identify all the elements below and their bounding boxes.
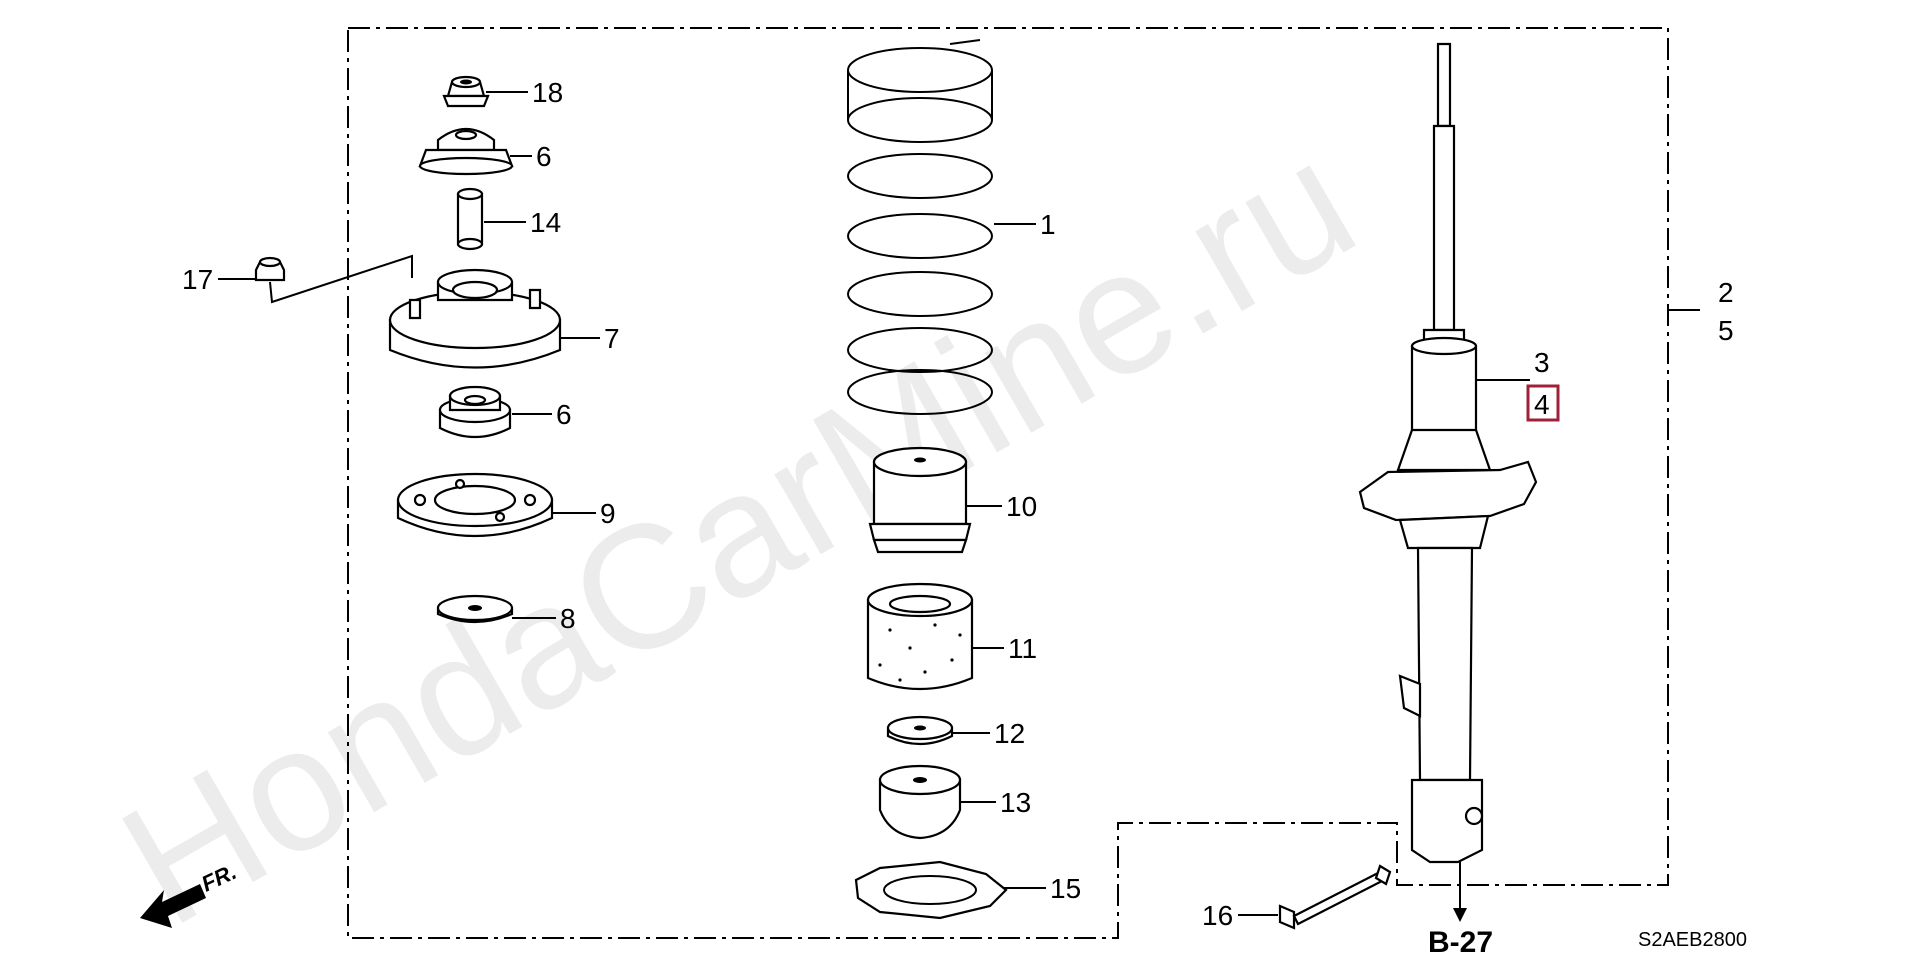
- callout-18[interactable]: 18: [532, 77, 563, 108]
- callout-5[interactable]: 5: [1718, 315, 1734, 346]
- front-direction-icon: [140, 884, 206, 928]
- part-18-flange-nut[interactable]: [442, 75, 490, 108]
- part-1-coil-spring[interactable]: [847, 39, 993, 415]
- assembly-boundary: [347, 27, 1669, 939]
- part-16-flange-bolt[interactable]: [1278, 864, 1392, 930]
- part-15-spring-insulator[interactable]: [854, 860, 1008, 920]
- part-14-collar[interactable]: [456, 187, 484, 251]
- callout-13[interactable]: 13: [1000, 787, 1031, 818]
- watermark-text: HondaCarMine.ru: [92, 103, 1386, 959]
- part-12-stop-plate[interactable]: [886, 715, 954, 746]
- part-6-lower-bushing[interactable]: [438, 385, 512, 438]
- part-2-shock-absorber-assembly[interactable]: [1358, 42, 1538, 864]
- callout-17[interactable]: 17: [182, 264, 213, 295]
- part-8-washer[interactable]: [436, 594, 514, 624]
- callout-2[interactable]: 2: [1718, 277, 1734, 308]
- callout-8[interactable]: 8: [560, 603, 576, 634]
- callout-15[interactable]: 15: [1050, 873, 1081, 904]
- diagram-code: S2AEB2800: [1638, 929, 1747, 951]
- part-10-dust-boot[interactable]: [868, 446, 972, 554]
- part-6-upper-bushing[interactable]: [418, 128, 514, 176]
- callout-14[interactable]: 14: [530, 207, 561, 238]
- callout-16[interactable]: 16: [1202, 900, 1233, 931]
- callout-3[interactable]: 3: [1534, 347, 1550, 378]
- part-9-mount-rubber[interactable]: [396, 472, 554, 537]
- callout-1[interactable]: 1: [1040, 209, 1056, 240]
- part-13-stopper[interactable]: [878, 764, 962, 840]
- reference-arrow-icon: [1453, 908, 1467, 922]
- callout-11[interactable]: 11: [1008, 633, 1037, 664]
- callout-9[interactable]: 9: [600, 498, 616, 529]
- part-7-strut-mount-base[interactable]: [388, 268, 562, 369]
- callout-12[interactable]: 12: [994, 718, 1025, 749]
- part-4-highlight-box: [1526, 384, 1560, 422]
- part-17-flange-nut[interactable]: [254, 256, 286, 282]
- callout-4[interactable]: 4: [1534, 389, 1550, 420]
- callout-7[interactable]: 7: [604, 323, 620, 354]
- callout-10[interactable]: 10: [1006, 491, 1037, 522]
- leader-17-to-7: [269, 254, 413, 304]
- part-11-bump-stop[interactable]: [866, 582, 974, 691]
- callout-6a[interactable]: 6: [536, 141, 552, 172]
- callout-6b[interactable]: 6: [556, 399, 572, 430]
- reference-label[interactable]: B-27: [1428, 926, 1493, 959]
